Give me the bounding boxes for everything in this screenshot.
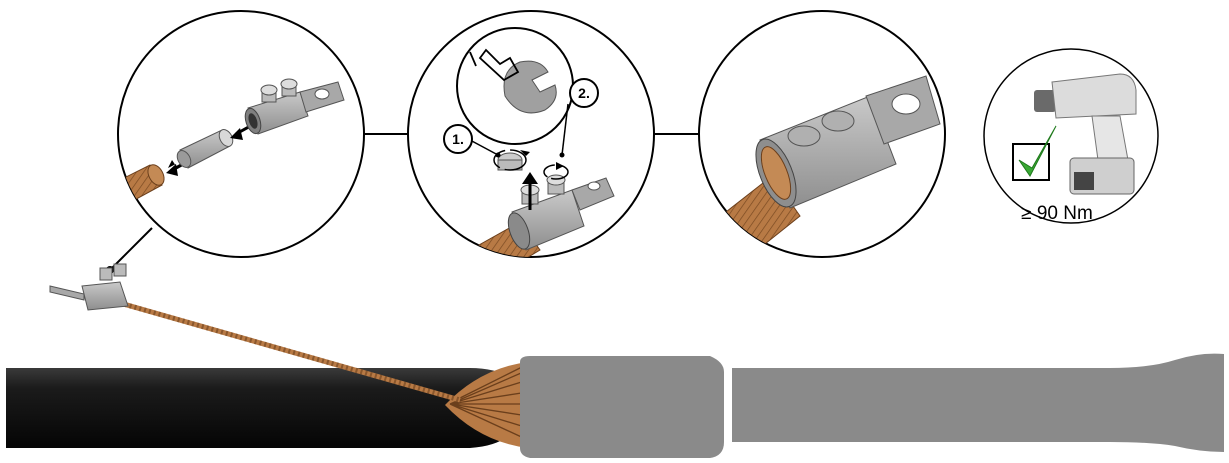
cable-outer-jacket xyxy=(6,368,525,448)
svg-text:2.: 2. xyxy=(578,85,590,101)
detail-circle-result xyxy=(690,11,945,280)
torque-label: ≥ 90 Nm xyxy=(1021,203,1093,224)
torque-tool-circle: ≥ 90 Nm xyxy=(984,49,1158,224)
step-1-badge: 1. xyxy=(444,125,472,153)
step-2-badge: 2. xyxy=(570,79,598,107)
detail-circle-tighten: 1. 2. xyxy=(408,11,654,280)
svg-text:1.: 1. xyxy=(452,131,464,147)
cable-assembly xyxy=(6,264,1224,458)
earth-cable-lug xyxy=(50,264,128,310)
shrink-sleeve-section-1 xyxy=(520,356,724,458)
detail-circle-insert xyxy=(104,11,364,257)
wrench-inset xyxy=(457,28,573,144)
shrink-sleeve-section-2 xyxy=(732,354,1224,452)
